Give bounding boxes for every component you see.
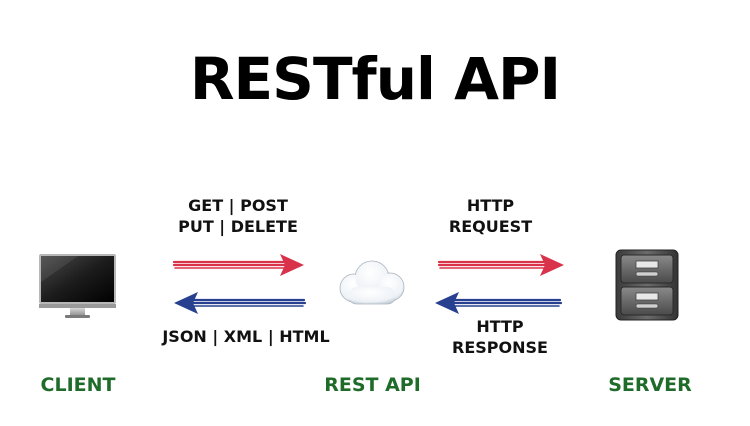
http-request-line1: HTTP — [466, 196, 515, 215]
file-cabinet-icon — [615, 249, 679, 321]
server-to-api-arrow — [435, 292, 563, 314]
request-methods-line1: GET | POST — [188, 196, 288, 215]
api-to-client-arrow — [174, 292, 307, 314]
http-response-line1: HTTP — [476, 317, 524, 336]
http-response-label: HTTP RESPONSE — [440, 316, 560, 358]
rest-api-label: REST API — [324, 374, 421, 396]
http-request-label: HTTP REQUEST — [428, 195, 553, 237]
server-label: SERVER — [608, 374, 692, 396]
request-methods-label: GET | POST PUT | DELETE — [168, 195, 308, 237]
monitor-icon — [39, 254, 116, 318]
request-methods-line2: PUT | DELETE — [178, 217, 298, 236]
cloud-icon — [339, 260, 405, 305]
http-response-line2: RESPONSE — [452, 338, 548, 357]
page-title: RESTful API — [189, 45, 561, 113]
client-to-api-arrow — [172, 254, 304, 276]
http-request-line2: REQUEST — [448, 217, 533, 236]
client-label: CLIENT — [40, 374, 116, 396]
response-formats-label: JSON | XML | HTML — [162, 327, 330, 346]
api-to-server-arrow — [437, 254, 564, 276]
